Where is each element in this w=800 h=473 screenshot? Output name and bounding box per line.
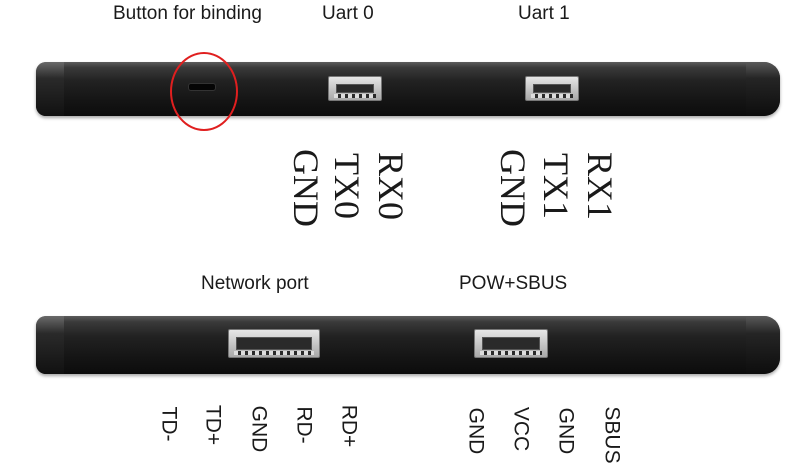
network-pin-rd-plus: RD+ [337,404,361,448]
network-pin-gnd: GND [247,405,271,453]
pow-pin-gnd-1: GND [464,407,488,455]
uart1-pin-tx1: TX1 [536,153,576,219]
device-top-side [36,62,780,116]
uart0-pin-gnd: GND [286,149,326,227]
device-bottom-right-cap [746,316,780,374]
uart1-label: Uart 1 [518,3,570,24]
network-pin-td-plus: TD+ [201,404,225,446]
binding-button-label: Button for binding [113,3,262,24]
device-top-right-cap [746,62,780,116]
uart0-pin-rx0: RX0 [371,151,411,221]
pow-pin-gnd-2: GND [554,407,578,455]
network-port-label: Network port [201,273,309,294]
pow-pin-vcc: VCC [509,406,533,452]
uart0-label: Uart 0 [322,3,374,24]
uart1-pin-gnd: GND [493,149,533,227]
pow-pin-sbus: SBUS [600,406,624,464]
uart1-connector [525,76,579,101]
network-pin-rd-minus: RD- [292,406,316,444]
device-top-left-cap [36,62,64,116]
pow-sbus-connector [474,329,548,358]
uart0-connector [328,76,382,101]
device-bottom-side [36,316,780,374]
pow-sbus-label: POW+SBUS [459,273,568,294]
network-pin-td-minus: TD- [157,406,181,442]
uart1-pin-rx1: RX1 [580,151,620,221]
device-bottom-left-cap [36,316,64,374]
binding-button-highlight-circle [170,52,238,131]
uart0-pin-tx0: TX0 [327,153,367,219]
network-port-connector [228,329,320,358]
